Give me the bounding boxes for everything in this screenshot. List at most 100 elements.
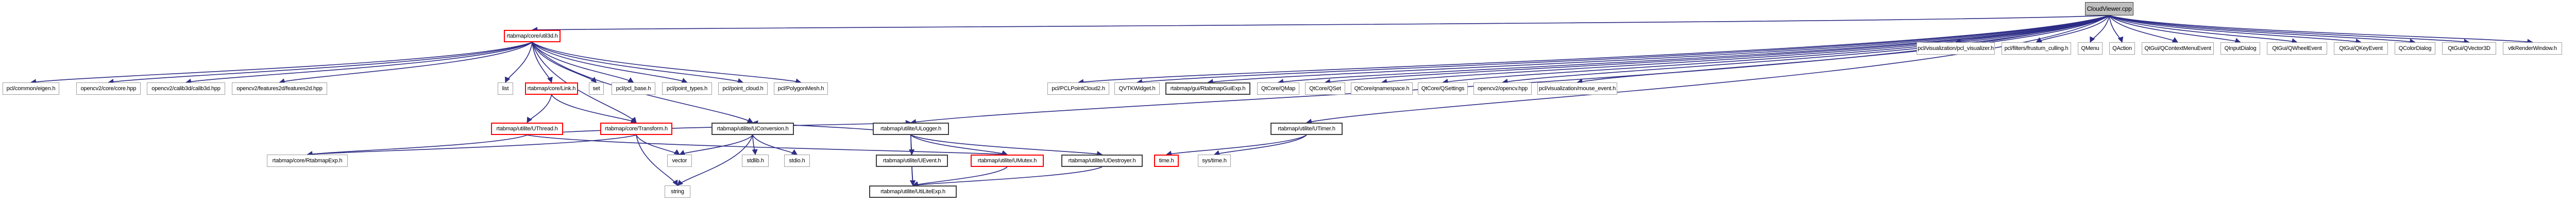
graph-edge xyxy=(108,42,533,85)
graph-edge xyxy=(2109,15,2470,45)
graph-node[interactable]: vtkRenderWindow.h xyxy=(2503,42,2562,55)
graph-edge xyxy=(504,42,533,83)
graph-node-label: pcl/PolygonMesh.h xyxy=(777,85,824,92)
graph-edge xyxy=(30,42,533,85)
graph-node-label: rtabmap/core/Link.h xyxy=(527,85,576,92)
graph-node-label: rtabmap/core/util3d.h xyxy=(506,32,558,39)
graph-node-label: rtabmap/utilite/UDestroyer.h xyxy=(1068,157,1136,164)
graph-edge xyxy=(527,134,1008,157)
graph-node[interactable]: rtabmap/utilite/ULogger.h xyxy=(873,123,949,135)
graph-node[interactable]: pcl/PolygonMesh.h xyxy=(774,82,828,95)
graph-node[interactable]: rtabmap/utilite/UEvent.h xyxy=(876,155,948,167)
graph-node[interactable]: QtGui/QContextMenuEvent xyxy=(2142,42,2214,55)
graph-node[interactable]: set xyxy=(589,82,604,95)
graph-node[interactable]: rtabmap/utilite/UDestroyer.h xyxy=(1061,155,1143,167)
graph-node[interactable]: time.h xyxy=(1154,155,1179,167)
graph-node-label: set xyxy=(592,85,600,92)
graph-node-label: rtabmap/utilite/UtiLiteExp.h xyxy=(880,188,945,195)
graph-edge xyxy=(2109,15,2533,45)
graph-node[interactable]: QtCore/qnamespace.h xyxy=(1351,82,1413,95)
graph-edge xyxy=(636,134,680,155)
graph-edge xyxy=(2109,15,2241,44)
graph-node[interactable]: rtabmap/utilite/UConversion.h xyxy=(711,123,794,135)
graph-node[interactable]: pcl/common/eigen.h xyxy=(3,82,59,95)
graph-edge xyxy=(752,134,798,155)
graph-node[interactable]: list xyxy=(498,82,513,95)
graph-edge xyxy=(1165,134,1307,157)
graph-node-label: QMenu xyxy=(2081,45,2099,52)
graph-node[interactable]: QtGui/QWheelEvent xyxy=(2267,42,2327,55)
graph-node[interactable]: QtCore/QSet xyxy=(1305,82,1345,95)
graph-edge xyxy=(2109,15,2298,44)
graph-node[interactable]: rtabmap/utilite/UThread.h xyxy=(491,123,563,135)
graph-node-label: opencv2/calib3d/calib3d.hpp xyxy=(151,85,221,92)
graph-node-label: QColorDialog xyxy=(2398,45,2432,52)
graph-edge xyxy=(279,42,533,84)
graph-node[interactable]: pcl/point_cloud.h xyxy=(718,82,768,95)
graph-node-label: QtCore/qnamespace.h xyxy=(1354,85,1410,92)
graph-node[interactable]: QAction xyxy=(2109,42,2135,55)
graph-node-root[interactable]: CloudViewer.cpp xyxy=(2085,2,2133,15)
graph-node-label: rtabmap/utilite/UConversion.h xyxy=(717,125,789,132)
graph-node[interactable]: pcl/pcl_base.h xyxy=(612,82,655,95)
graph-node[interactable]: stdlib.h xyxy=(742,155,769,167)
graph-node-label: rtabmap/utilite/UThread.h xyxy=(496,125,558,132)
graph-edge xyxy=(1381,15,2110,85)
graph-node[interactable]: QtGui/QVector3D xyxy=(2442,42,2496,55)
graph-node[interactable]: pcl/point_types.h xyxy=(662,82,712,95)
graph-edge xyxy=(532,42,802,84)
graph-node[interactable]: QtGui/QKeyEvent xyxy=(2334,42,2388,55)
graph-node[interactable]: pcl/PCLPointCloud2.h xyxy=(1047,82,1109,95)
graph-edge xyxy=(532,42,634,83)
graph-node-label: stdlib.h xyxy=(747,157,764,164)
graph-edge xyxy=(531,15,2110,33)
graph-node[interactable]: QInputDialog xyxy=(2221,42,2260,55)
graph-node[interactable]: rtabmap/core/util3d.h xyxy=(504,30,561,42)
graph-edge xyxy=(2036,15,2110,43)
graph-node[interactable]: pcl/filters/frustum_culling.h xyxy=(2002,42,2071,55)
graph-node[interactable]: rtabmap/gui/RtabmapGuiExp.h xyxy=(1165,82,1250,95)
graph-node-label: pcl/filters/frustum_culling.h xyxy=(2004,45,2069,52)
graph-node-label: opencv2/core/core.hpp xyxy=(80,85,137,92)
graph-node-label: pcl/point_types.h xyxy=(666,85,708,92)
graph-node[interactable]: opencv2/calib3d/calib3d.hpp xyxy=(147,82,225,95)
graph-node-label: stdio.h xyxy=(789,157,805,164)
graph-node-label: QtCore/QMap xyxy=(1261,85,1296,92)
graph-node[interactable]: QtCore/QSettings xyxy=(1418,82,1468,95)
graph-edge xyxy=(1306,15,2110,125)
graph-edge xyxy=(2109,15,2178,43)
graph-node-label: time.h xyxy=(1159,157,1174,164)
graph-edge xyxy=(679,134,753,156)
graph-node-label: QtCore/QSet xyxy=(1309,85,1341,92)
graph-node[interactable]: stdio.h xyxy=(784,155,810,167)
graph-node[interactable]: rtabmap/utilite/UMutex.h xyxy=(971,155,1044,167)
graph-node[interactable]: pcl/visualization/pcl_visualizer.h xyxy=(1917,42,1995,55)
graph-node[interactable]: string xyxy=(665,185,690,198)
graph-node[interactable]: rtabmap/utilite/UtiLiteExp.h xyxy=(869,185,957,198)
graph-node[interactable]: rtabmap/utilite/UTimer.h xyxy=(1270,123,1343,135)
graph-edge xyxy=(2109,15,2362,44)
graph-node-label: pcl/common/eigen.h xyxy=(6,85,56,92)
graph-edge xyxy=(752,134,758,156)
graph-node-label: rtabmap/utilite/UMutex.h xyxy=(977,157,1037,164)
graph-node[interactable]: QColorDialog xyxy=(2395,42,2435,55)
graph-node[interactable]: opencv2/features2d/features2d.hpp xyxy=(232,82,327,95)
graph-node-label: QtGui/QWheelEvent xyxy=(2272,45,2322,52)
graph-node[interactable]: rtabmap/core/RtabmapExp.h xyxy=(267,155,348,167)
graph-node[interactable]: vector xyxy=(667,155,692,167)
graph-node[interactable]: opencv2/core/core.hpp xyxy=(76,82,141,95)
graph-node[interactable]: sys/time.h xyxy=(1198,155,1231,167)
graph-node[interactable]: rtabmap/core/Transform.h xyxy=(600,123,672,135)
graph-node[interactable]: QVTKWidget.h xyxy=(1114,82,1160,95)
graph-node[interactable]: pcl/visualization/mouse_event.h xyxy=(1537,82,1617,95)
graph-node[interactable]: rtabmap/core/Link.h xyxy=(525,82,578,95)
graph-node[interactable]: QtCore/QMap xyxy=(1257,82,1299,95)
graph-node[interactable]: opencv2/opencv.hpp xyxy=(1473,82,1532,95)
graph-node[interactable]: QMenu xyxy=(2078,42,2103,55)
graph-edge xyxy=(2109,15,2416,45)
graph-edge xyxy=(2109,15,2124,43)
graph-node-label: pcl/visualization/pcl_visualizer.h xyxy=(1918,45,1994,52)
graph-node-label: pcl/point_cloud.h xyxy=(722,85,764,92)
